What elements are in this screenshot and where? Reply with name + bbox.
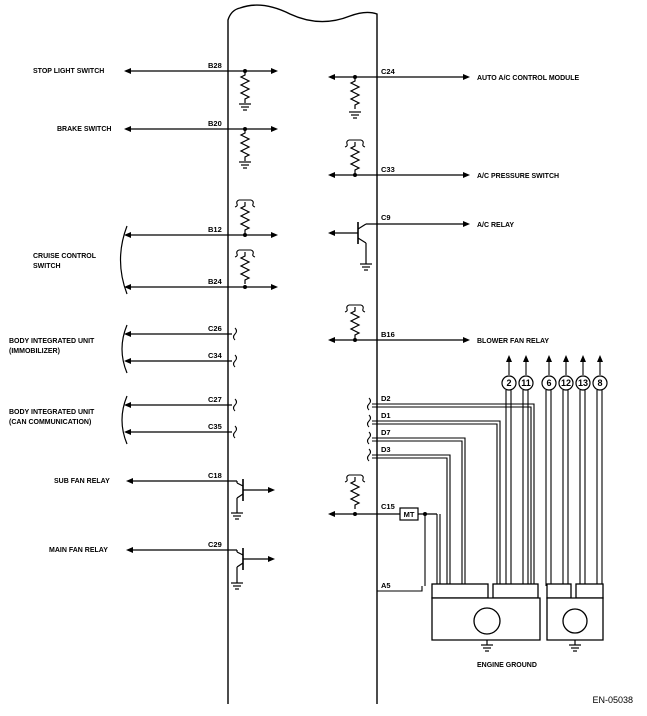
stop-light-switch-circuit: STOP LIGHT SWITCH B28 <box>33 61 278 111</box>
ac-relay-circuit: C9 A/C RELAY <box>328 213 514 271</box>
figure-code: EN-05038 <box>592 695 633 705</box>
circled-number-8: 8 <box>592 355 608 391</box>
main-fan-relay-circuit: MAIN FAN RELAY C29 <box>49 540 275 590</box>
ground-bolt-right <box>562 608 588 634</box>
pin-d3: D3 <box>381 445 391 454</box>
cruise-control-switch-circuit: CRUISE CONTROL SWITCH B12 B24 <box>33 199 278 295</box>
blower-fan-relay-circuit: B16 BLOWER FAN RELAY <box>328 304 549 345</box>
ground-bolt-left <box>473 607 501 635</box>
main-fan-relay-label: MAIN FAN RELAY <box>49 547 108 554</box>
pin-c35: C35 <box>208 422 222 431</box>
brake-switch-circuit: BRAKE SWITCH B20 <box>57 119 278 169</box>
svg-text:12: 12 <box>561 378 571 388</box>
pin-c15: C15 <box>381 502 395 511</box>
circled-number-11: 11 <box>518 355 534 391</box>
pin-c27: C27 <box>208 395 222 404</box>
pin-d2: D2 <box>381 394 391 403</box>
immobilizer-label-1: BODY INTEGRATED UNIT <box>9 338 95 345</box>
circled-number-6: 6 <box>541 355 557 391</box>
circled-number-12: 12 <box>558 355 574 391</box>
pin-c33: C33 <box>381 165 395 174</box>
immobilizer-label-2: (IMMOBILIZER) <box>9 348 60 355</box>
svg-text:8: 8 <box>597 378 602 388</box>
pin-b16: B16 <box>381 330 395 339</box>
pin-c34: C34 <box>208 351 223 360</box>
svg-text:11: 11 <box>521 378 531 388</box>
blower-fan-relay-label: BLOWER FAN RELAY <box>477 338 549 345</box>
pin-b28: B28 <box>208 61 222 70</box>
pin-c18: C18 <box>208 471 222 480</box>
pin-b24: B24 <box>208 277 223 286</box>
brake-switch-label: BRAKE SWITCH <box>57 126 111 133</box>
svg-text:13: 13 <box>578 378 588 388</box>
svg-text:2: 2 <box>506 378 511 388</box>
mt-label: MT <box>404 510 415 519</box>
body-integrated-unit-immobilizer-circuit: BODY INTEGRATED UNIT (IMMOBILIZER) C26 C… <box>9 324 238 374</box>
pin-c24: C24 <box>381 67 396 76</box>
pin-c29: C29 <box>208 540 222 549</box>
can-label-1: BODY INTEGRATED UNIT <box>9 409 95 416</box>
pin-b12: B12 <box>208 225 222 234</box>
pin-d7: D7 <box>381 428 391 437</box>
auto-ac-control-module-circuit: C24 AUTO A/C CONTROL MODULE <box>328 67 579 119</box>
pin-b20: B20 <box>208 119 222 128</box>
pin-d1: D1 <box>381 411 391 420</box>
pin-a5: A5 <box>381 581 391 590</box>
pin-c9: C9 <box>381 213 391 222</box>
svg-text:6: 6 <box>546 378 551 388</box>
ac-pressure-switch-label: A/C PRESSURE SWITCH <box>477 173 559 180</box>
auto-ac-control-module-label: AUTO A/C CONTROL MODULE <box>477 75 579 82</box>
cruise-control-label-1: CRUISE CONTROL <box>33 253 97 260</box>
cruise-control-label-2: SWITCH <box>33 263 61 270</box>
stop-light-switch-label: STOP LIGHT SWITCH <box>33 68 104 75</box>
can-label-2: (CAN COMMUNICATION) <box>9 419 91 426</box>
circled-number-2: 2 <box>501 355 517 391</box>
engine-ground-circuit: 2 11 6 12 13 8 <box>328 355 608 669</box>
sub-fan-relay-circuit: SUB FAN RELAY C18 <box>54 471 275 520</box>
engine-ground-label: ENGINE GROUND <box>477 662 537 669</box>
ac-relay-label: A/C RELAY <box>477 222 514 229</box>
sub-fan-relay-label: SUB FAN RELAY <box>54 478 110 485</box>
circled-number-13: 13 <box>575 355 591 391</box>
ac-pressure-switch-circuit: C33 A/C PRESSURE SWITCH <box>328 139 559 180</box>
pin-c26: C26 <box>208 324 222 333</box>
ecm-body-outline <box>227 4 378 704</box>
body-integrated-unit-can-circuit: BODY INTEGRATED UNIT (CAN COMMUNICATION)… <box>9 395 238 445</box>
